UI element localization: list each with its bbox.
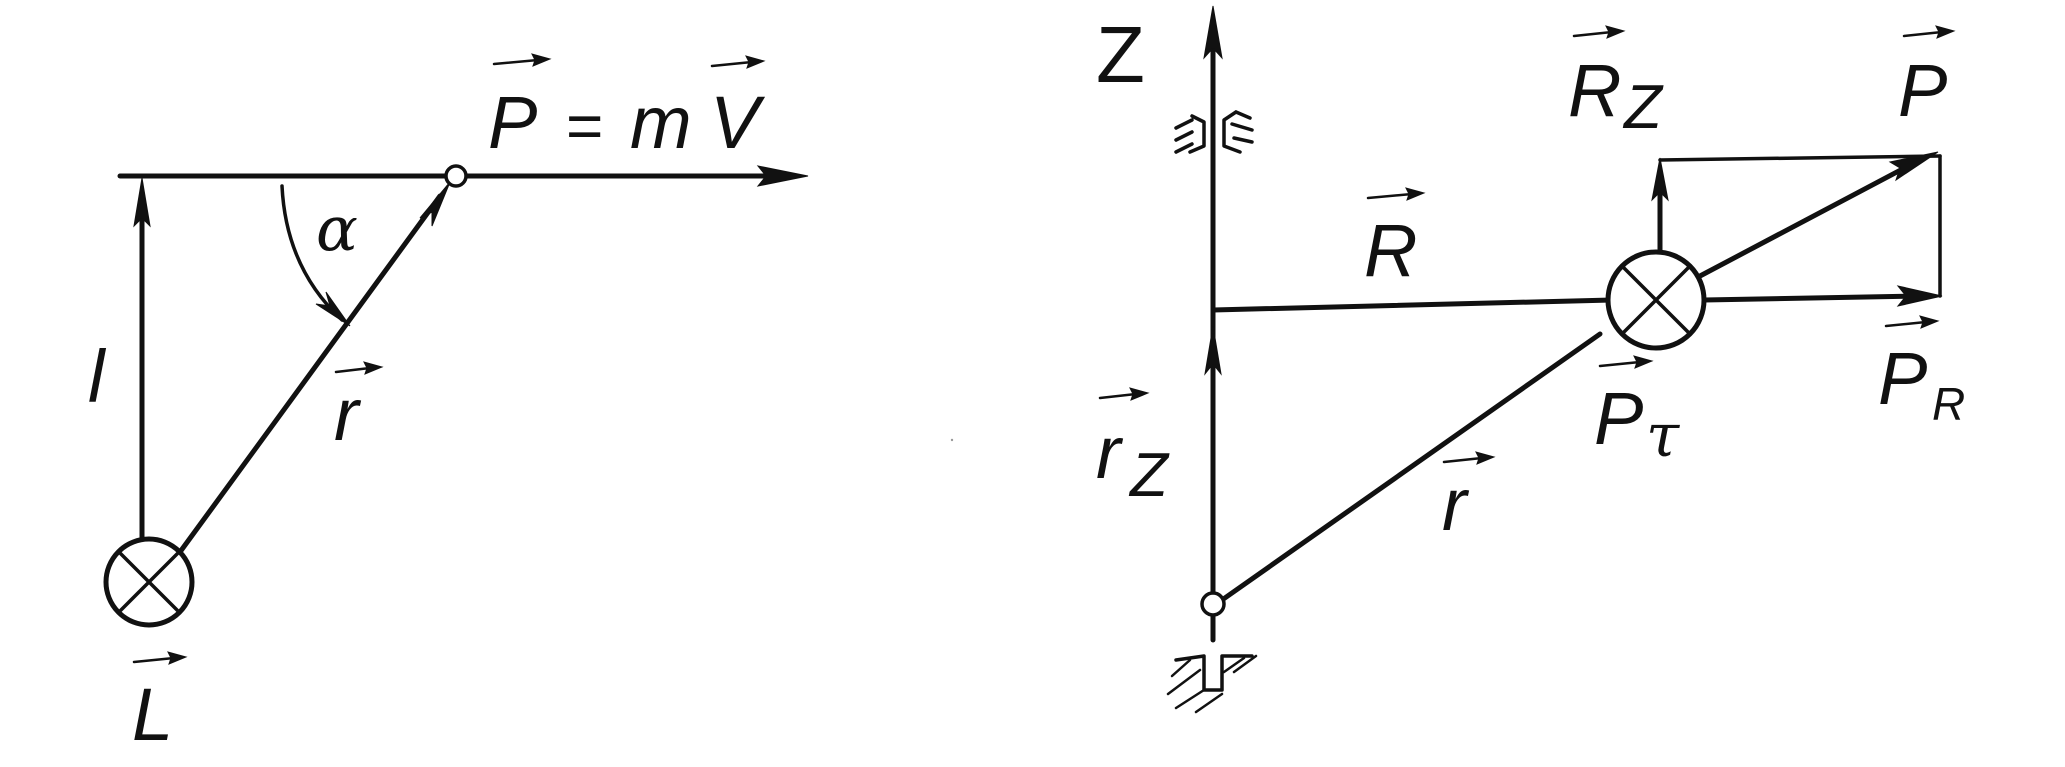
z-axis-label: Z — [1096, 10, 1145, 99]
right-diagram: Z R Z P R P R P τ r Z r — [1096, 5, 1965, 714]
r-label: r — [334, 373, 362, 456]
construction-top — [1658, 154, 1942, 162]
L-label: L — [132, 673, 173, 756]
r-vector-line — [177, 193, 443, 555]
l-vector-arrowhead — [133, 177, 151, 228]
P-vector-line — [1697, 161, 1915, 279]
PR-label: P — [1878, 337, 1927, 420]
Rz-arrowhead — [1651, 157, 1669, 202]
r-vector-arrowhead — [419, 181, 451, 227]
Ptau-label: P — [1594, 377, 1643, 460]
R-label: R — [1364, 209, 1417, 292]
l-label: l — [88, 335, 107, 418]
upper-bearing-left — [1174, 114, 1206, 154]
Ptau-subscript: τ — [1646, 401, 1680, 471]
momentum-m-label: m — [630, 81, 692, 164]
rz-label: r — [1096, 411, 1124, 494]
momentum-V-label: V — [710, 81, 766, 164]
P-arrowhead — [1888, 151, 1939, 182]
pivot-point — [1200, 591, 1226, 617]
z-axis-arrowhead — [1203, 5, 1223, 60]
base-hatching — [1166, 654, 1258, 714]
PR-arrowhead — [1896, 285, 1943, 307]
R-vector-line — [1210, 297, 1615, 313]
PR-vector-line — [1701, 293, 1921, 303]
scan-speck — [950, 438, 954, 442]
rz-arrowhead — [1204, 325, 1222, 376]
momentum-equals: = — [566, 90, 603, 162]
r-vector-line-right — [1219, 331, 1603, 603]
upper-bearing-right — [1222, 110, 1254, 154]
rz-subscript: Z — [1128, 441, 1170, 510]
PR-subscript: R — [1932, 378, 1965, 430]
momentum-P-label: P — [488, 81, 537, 164]
Rz-subscript: Z — [1622, 73, 1664, 142]
particle-point — [444, 164, 468, 188]
alpha-arc-arrowhead — [315, 291, 351, 327]
r-label-right: r — [1442, 463, 1470, 546]
momentum-arrowhead — [756, 165, 809, 187]
P-label: P — [1898, 49, 1947, 132]
left-diagram: P = m V α l r L — [88, 53, 809, 756]
base-support — [1174, 654, 1254, 692]
Rz-label: R — [1568, 49, 1621, 132]
alpha-label: α — [316, 192, 358, 265]
